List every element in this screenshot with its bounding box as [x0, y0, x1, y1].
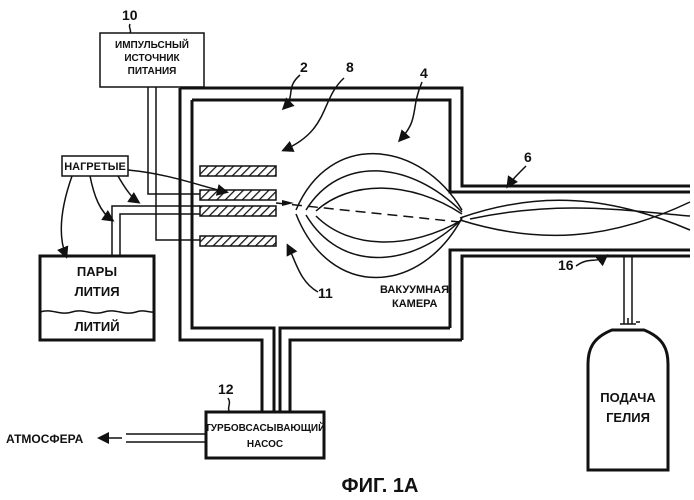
ref-6: 6	[524, 149, 532, 165]
ref-12: 12	[218, 381, 234, 397]
atmosphere-label: АТМОСФЕРА	[6, 432, 84, 446]
lithium-vapor-line-2: ЛИТИЯ	[74, 284, 119, 299]
leader-12	[228, 398, 230, 412]
ref-11: 11	[318, 285, 333, 301]
helium-line-1: ПОДАЧА	[600, 390, 656, 405]
plasma-field-lines	[296, 154, 462, 278]
ref-4: 4	[420, 65, 428, 81]
power-supply-line-2: ИСТОЧНИК	[124, 53, 180, 64]
lithium-vapor-line-1: ПАРЫ	[77, 264, 117, 279]
beam-axis	[276, 203, 460, 222]
ref-10: 10	[122, 7, 138, 23]
vacuum-chamber-line-2: КАМЕРА	[392, 298, 438, 310]
exhaust-pipe	[126, 434, 206, 442]
heated-arrow-4	[61, 176, 72, 256]
leader-10	[129, 24, 130, 33]
heated-arrow-2	[118, 176, 138, 202]
leader-4	[400, 82, 422, 140]
ref-16: 16	[558, 257, 574, 273]
helium-valve	[620, 318, 640, 324]
leader-6	[508, 166, 526, 186]
power-supply-box: ИМПУЛЬСНЫЙ ИСТОЧНИК ПИТАНИЯ	[100, 33, 204, 87]
ref-8: 8	[346, 59, 354, 75]
helium-cylinder: ПОДАЧА ГЕЛИЯ	[588, 330, 668, 470]
power-supply-line-3: ПИТАНИЯ	[128, 66, 177, 77]
leader-11	[288, 246, 318, 292]
vacuum-chamber	[180, 88, 690, 412]
power-supply-line-1: ИМПУЛЬСНЫЙ	[115, 38, 189, 51]
lithium-label: ЛИТИЙ	[74, 319, 119, 334]
vacuum-chamber-line-1: ВАКУУМНАЯ	[380, 284, 449, 296]
ref-2: 2	[300, 59, 308, 75]
pump-line-2: НАСОС	[247, 439, 283, 450]
helium-line-2: ГЕЛИЯ	[606, 410, 650, 425]
heated-label: НАГРЕТЫЕ	[64, 161, 126, 173]
figure-caption: ФИГ. 1А	[342, 475, 419, 497]
electrodes	[200, 166, 276, 246]
pump-box: ТУРБОВСАСЫВАЮЩИЙ НАСОС	[205, 412, 326, 458]
pump-line-1: ТУРБОВСАСЫВАЮЩИЙ	[205, 421, 326, 434]
lithium-reservoir: ПАРЫ ЛИТИЯ ЛИТИЙ	[40, 256, 154, 340]
heated-box: НАГРЕТЫЕ	[62, 156, 128, 176]
tube-beam-lines	[460, 200, 690, 235]
leader-2	[284, 75, 300, 108]
heated-arrow-3	[90, 176, 112, 220]
vapor-pipe-inner	[120, 214, 200, 256]
